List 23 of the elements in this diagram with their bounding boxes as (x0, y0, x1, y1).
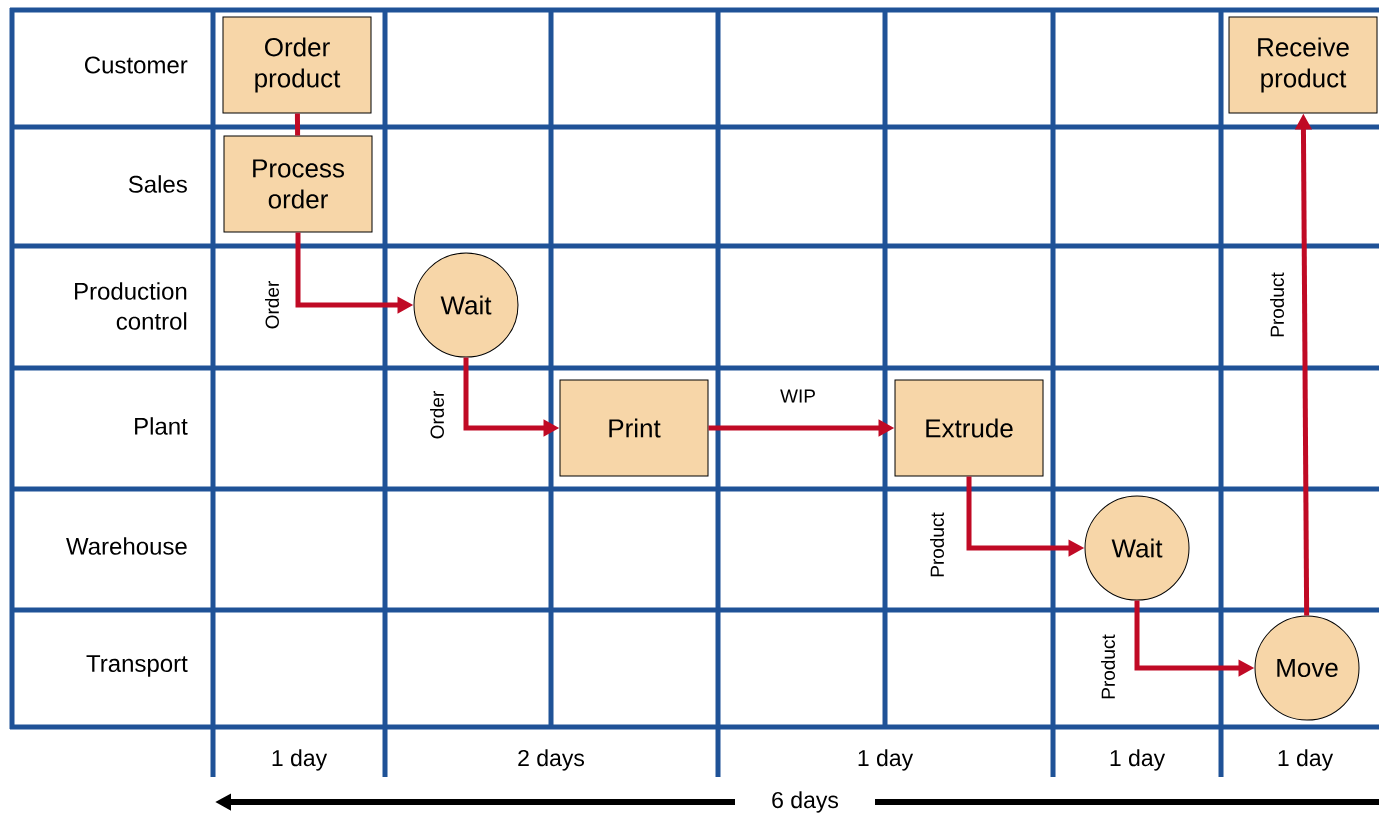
lane-label: Plant (135, 417, 188, 435)
duration-label: 1 day (1110, 749, 1166, 771)
edge-label: WIP (779, 388, 817, 404)
total-duration-label: 6 days (772, 791, 839, 813)
edge-label: Product (1100, 633, 1116, 701)
duration-label: 2 days (518, 749, 584, 771)
process-box: Order product (222, 16, 372, 114)
lane-label: Customer (85, 56, 188, 74)
duration-label: 1 day (1278, 749, 1334, 771)
process-box: Extrude (894, 379, 1044, 477)
lane-label: Warehouse (66, 537, 187, 555)
edge-label: Product (1269, 271, 1285, 339)
process-box: Receive product (1228, 16, 1378, 114)
process-box: Print (559, 379, 709, 477)
edge-label: Order (429, 389, 445, 441)
edge-label: Product (929, 511, 945, 579)
process-box: Process order (223, 135, 373, 233)
duration-label: 1 day (858, 749, 914, 771)
lane-label: Production control (75, 282, 187, 330)
duration-label: 1 day (272, 749, 328, 771)
lane-label: Sales (128, 175, 187, 193)
edge-label: Order (264, 279, 280, 331)
lane-label: Transport (86, 655, 188, 677)
